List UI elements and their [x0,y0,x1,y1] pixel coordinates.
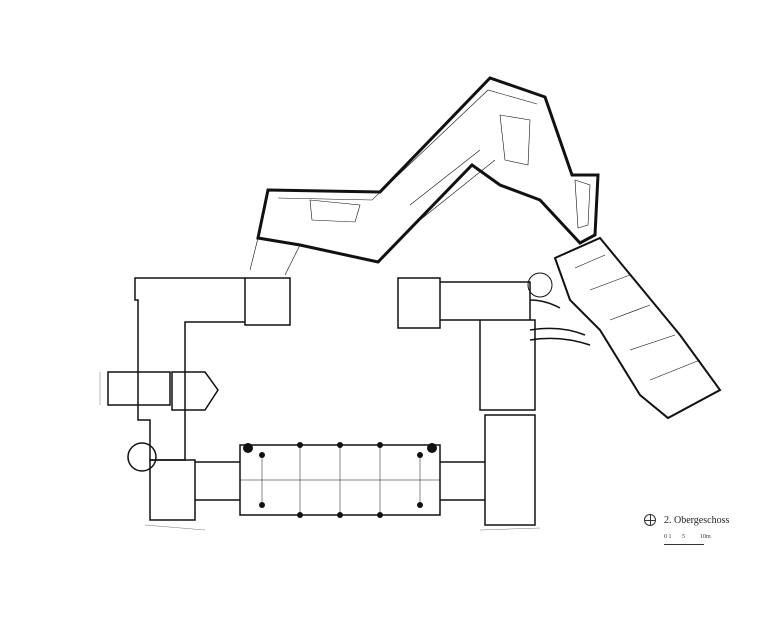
scale-label-10: 10m [700,534,711,540]
north-arrow-icon [644,514,656,526]
plan-legend: 2. Obergeschoss [644,514,729,526]
south-wing [149,414,536,526]
new-wing-outline [256,76,600,264]
arc-corridor [529,299,591,346]
south-hall-grid [240,445,440,515]
scale-bar: 0 1 5 10m [664,534,724,548]
diagonal-wing-interior [574,254,701,381]
scale-label-5: 5 [682,534,685,540]
site-outline [99,372,541,531]
scale-line [664,542,704,545]
columns [243,442,437,518]
floor-title: 2. Obergeschoss [664,514,730,526]
new-wing-interior [249,89,591,276]
scale-label-0: 0 1 [664,534,672,540]
east-wing [397,277,536,411]
round-stair [527,272,553,298]
tower-circle [127,442,157,472]
left-wing [107,277,291,461]
diagonal-wing [553,236,722,420]
